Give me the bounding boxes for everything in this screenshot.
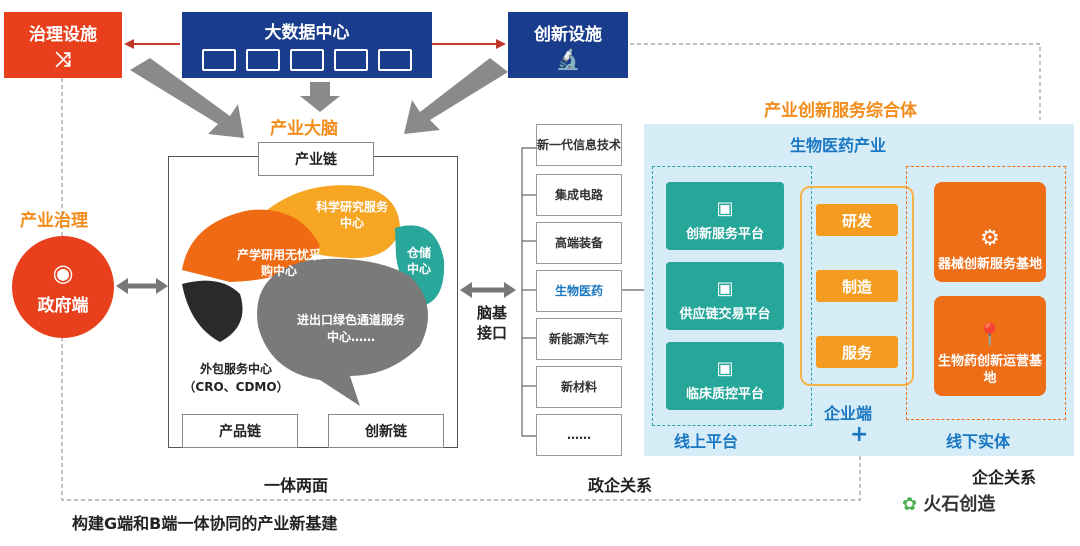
outsourcing-title: 外包服务中心 bbox=[199, 362, 272, 376]
entity-card: 📍 生物药创新运营基地 bbox=[934, 296, 1046, 396]
entity-card: ⚙ 器械创新服务基地 bbox=[934, 182, 1046, 282]
governance-facility-box: 治理设施 ⤨ bbox=[4, 12, 122, 78]
industry-item: 新材料 bbox=[536, 366, 622, 408]
person-screen-icon: ▣ bbox=[716, 358, 734, 379]
industry-item: 高端装备 bbox=[536, 222, 622, 264]
wechat-icon: ✿ bbox=[902, 494, 918, 515]
industry-chain-box: 产业链 bbox=[258, 142, 374, 176]
innovation-complex-title: 产业创新服务综合体 bbox=[764, 101, 917, 121]
research-center-label: 科学研究服务中心 bbox=[315, 200, 388, 230]
platform-label: 临床质控平台 bbox=[685, 387, 764, 402]
offline-dashed-frame bbox=[906, 166, 1066, 420]
monitor-icon bbox=[290, 49, 324, 71]
industry-brain-title: 产业大脑 bbox=[270, 119, 338, 139]
industry-item-highlight: 生物医药 bbox=[536, 270, 622, 312]
product-chain-box: 产品链 bbox=[182, 414, 298, 448]
platform-label: 供应链交易平台 bbox=[679, 307, 771, 322]
government-circle: ◉ 政府端 bbox=[12, 236, 114, 338]
brand-watermark: ✿ 火石创造 bbox=[902, 490, 995, 516]
monitor-icon bbox=[378, 49, 412, 71]
location-icon: ◉ bbox=[52, 258, 74, 287]
industry-governance-label: 产业治理 bbox=[20, 211, 88, 231]
plus-sign: + bbox=[850, 422, 869, 447]
rd-step: 制造 bbox=[816, 270, 898, 302]
enterprise-rounded-frame bbox=[800, 186, 914, 386]
platform-card: ▣ 供应链交易平台 bbox=[666, 262, 784, 330]
monitor-icon bbox=[202, 49, 236, 71]
bottom-caption: 构建G端和B端一体协同的产业新基建 bbox=[72, 514, 338, 533]
map-pin-icon: 📍 bbox=[976, 322, 1004, 348]
enterprise-end-label: 企业端 bbox=[824, 404, 873, 423]
person-screen-icon: ▣ bbox=[716, 278, 734, 299]
platform-label: 创新服务平台 bbox=[685, 227, 764, 242]
innovation-facility-box: 创新设施 🔬 bbox=[508, 12, 628, 78]
industry-item: 集成电路 bbox=[536, 174, 622, 216]
industry-item: 新一代信息技术 bbox=[536, 124, 622, 166]
offline-entity-label: 线下实体 bbox=[946, 432, 1011, 451]
outsourcing-sub: （CRO、CDMO） bbox=[183, 380, 289, 394]
one-body-two-sides-label: 一体两面 bbox=[264, 476, 329, 495]
entity-label: 器械创新服务基地 bbox=[937, 257, 1042, 273]
rd-step: 服务 bbox=[816, 336, 898, 368]
online-dashed-frame bbox=[652, 166, 812, 426]
warehouse-center-label: 仓储中心 bbox=[406, 246, 431, 276]
industry-item: 新能源汽车 bbox=[536, 318, 622, 360]
rd-step: 研发 bbox=[816, 204, 898, 236]
brain-graphic bbox=[182, 185, 445, 406]
procurement-center-label: 产学研用无忧采购中心 bbox=[236, 248, 321, 278]
industry-item: …… bbox=[536, 414, 622, 456]
monitor-icon bbox=[246, 49, 280, 71]
platform-card: ▣ 创新服务平台 bbox=[666, 182, 784, 250]
governance-facility-label: 治理设施 bbox=[29, 25, 97, 45]
entity-label: 生物药创新运营基地 bbox=[937, 354, 1042, 387]
brain-interface-label: 脑基接口 bbox=[476, 304, 507, 342]
brand-name: 火石创造 bbox=[923, 494, 996, 515]
big-data-center-box: 大数据中心 bbox=[182, 12, 432, 78]
big-data-center-label: 大数据中心 bbox=[264, 23, 350, 43]
bio-industry-title: 生物医药产业 bbox=[790, 136, 887, 155]
online-platform-label: 线上平台 bbox=[674, 432, 739, 451]
microscope-icon: 🔬 bbox=[555, 47, 581, 71]
platform-card: ▣ 临床质控平台 bbox=[666, 342, 784, 410]
shuffle-icon: ⤨ bbox=[55, 47, 71, 71]
robot-arm-icon: ⚙ bbox=[980, 225, 1000, 251]
monitor-icons bbox=[182, 49, 432, 71]
person-screen-icon: ▣ bbox=[716, 198, 734, 219]
monitor-icon bbox=[334, 49, 368, 71]
innovation-facility-label: 创新设施 bbox=[534, 25, 602, 45]
green-channel-label: 进出口绿色通道服务中心…… bbox=[296, 313, 405, 344]
innovation-chain-box: 创新链 bbox=[328, 414, 444, 448]
gov-enterprise-label: 政企关系 bbox=[588, 476, 653, 495]
enterprise-enterprise-label: 企企关系 bbox=[972, 468, 1037, 487]
government-label: 政府端 bbox=[37, 295, 89, 316]
